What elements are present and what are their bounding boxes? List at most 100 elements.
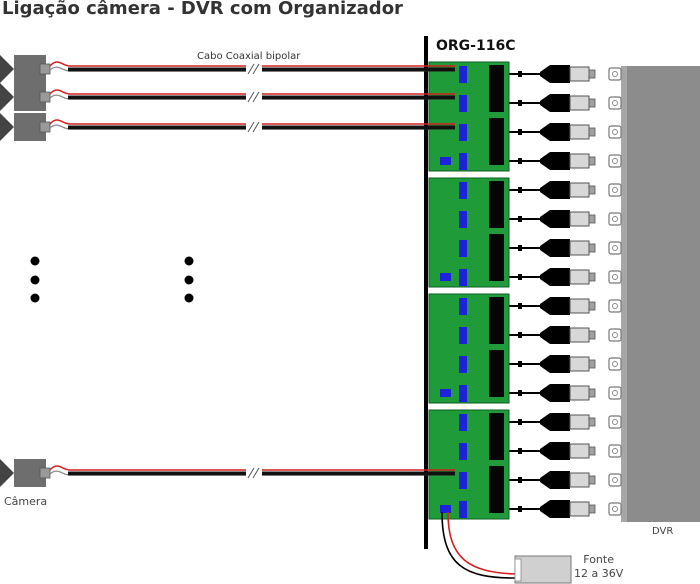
bnc-plug-cable — [509, 239, 596, 257]
camera-lens-shade — [0, 55, 14, 83]
dvr-body — [621, 66, 700, 522]
dvr-bnc-pin — [612, 332, 618, 338]
board-balun-chip — [459, 66, 467, 83]
plug-pin — [588, 185, 596, 195]
plug-tip — [518, 361, 522, 367]
dvr-bnc-connector — [608, 328, 622, 342]
dvr-bnc-connector — [608, 444, 622, 458]
power-wire-black — [441, 511, 516, 579]
camera-connector — [39, 63, 51, 75]
power-label: Fonte 12 a 36V — [574, 553, 623, 581]
bnc-plug-cable — [509, 297, 596, 315]
ellipsis-dot — [184, 256, 194, 266]
ellipsis-dot — [184, 275, 194, 285]
bnc-plug-cable — [509, 384, 596, 402]
board-balun-chip — [459, 211, 467, 228]
camera-connector — [39, 467, 51, 479]
board-balun-chip — [459, 443, 467, 460]
dvr-bnc-pin — [612, 129, 618, 135]
plug-boot — [540, 65, 570, 83]
ellipsis-dot — [184, 293, 194, 303]
ellipsis-dot — [30, 293, 40, 303]
cable-label: Cabo Coaxial bipolar — [197, 51, 301, 62]
cable-break-mark — [247, 63, 255, 75]
board-balun-chip — [459, 298, 467, 315]
board-balun-chip — [459, 385, 467, 402]
plug-body — [569, 211, 590, 227]
dvr-bnc-pin — [612, 506, 618, 512]
plug-tip — [518, 448, 522, 454]
plug-boot — [540, 297, 570, 315]
cable-break-mark — [247, 91, 255, 103]
plug-body — [569, 182, 590, 198]
power-terminal — [514, 558, 522, 582]
plug-pin — [588, 156, 596, 166]
plug-boot — [540, 94, 570, 112]
plug-body — [569, 240, 590, 256]
plug-pin — [588, 272, 596, 282]
dvr-bnc-connector — [608, 502, 622, 516]
plug-boot — [540, 268, 570, 286]
board-led — [440, 157, 451, 165]
plug-boot — [540, 152, 570, 170]
dvr-bnc-connector — [608, 183, 622, 197]
board-led — [440, 273, 451, 281]
board-relay — [489, 181, 504, 228]
power-wire-red — [49, 61, 455, 67]
plug-tip — [518, 303, 522, 309]
dvr-bnc-connector — [608, 415, 622, 429]
bnc-plug-cable — [509, 326, 596, 344]
plug-pin — [588, 446, 596, 456]
board-balun-chip — [459, 240, 467, 257]
board-relay — [489, 65, 504, 112]
plug-body — [569, 385, 590, 401]
dvr-bnc-pin — [612, 448, 618, 454]
plug-tip — [518, 158, 522, 164]
bnc-plug-cable — [509, 123, 596, 141]
board-balun-chip — [459, 414, 467, 431]
dvr-bnc-connector — [608, 67, 622, 81]
cable-break-mark — [252, 91, 260, 103]
board-relay — [489, 350, 504, 397]
board-relay — [489, 118, 504, 165]
plug-tip — [518, 506, 522, 512]
dvr-bnc-pin — [612, 274, 618, 280]
plug-tip — [518, 187, 522, 193]
camera-lens-shade — [0, 113, 14, 141]
board-led — [440, 505, 451, 513]
board-led — [440, 389, 451, 397]
dvr-bnc-connector — [608, 154, 622, 168]
plug-pin — [588, 504, 596, 514]
dvr-bnc-connector — [608, 241, 622, 255]
power-supply-box — [514, 555, 572, 584]
ellipsis-dot — [30, 275, 40, 285]
plug-boot — [540, 384, 570, 402]
camera-connector — [39, 121, 51, 133]
camera — [0, 55, 455, 83]
plug-boot — [540, 355, 570, 373]
organizer-unit — [424, 36, 596, 549]
dvr-unit — [608, 66, 700, 522]
cable-break-mark — [252, 121, 260, 133]
camera — [0, 83, 455, 111]
board-balun-chip — [459, 95, 467, 112]
cable-break-mark — [247, 467, 255, 479]
board-balun-chip — [459, 327, 467, 344]
plug-tip — [518, 245, 522, 251]
plug-boot — [540, 413, 570, 431]
organizer-label: ORG-116C — [436, 38, 516, 54]
board-balun-chip — [459, 356, 467, 373]
cable-break-mark — [252, 63, 260, 75]
plug-tip — [518, 332, 522, 338]
power-supply — [441, 511, 572, 584]
dvr-bnc-pin — [612, 245, 618, 251]
bnc-plug-cable — [509, 65, 596, 83]
plug-tip — [518, 477, 522, 483]
plug-boot — [540, 471, 570, 489]
power-wire-red — [49, 119, 455, 125]
plug-pin — [588, 69, 596, 79]
plug-tip — [518, 419, 522, 425]
plug-body — [569, 269, 590, 285]
dvr-edge — [621, 66, 627, 522]
plug-pin — [588, 214, 596, 224]
